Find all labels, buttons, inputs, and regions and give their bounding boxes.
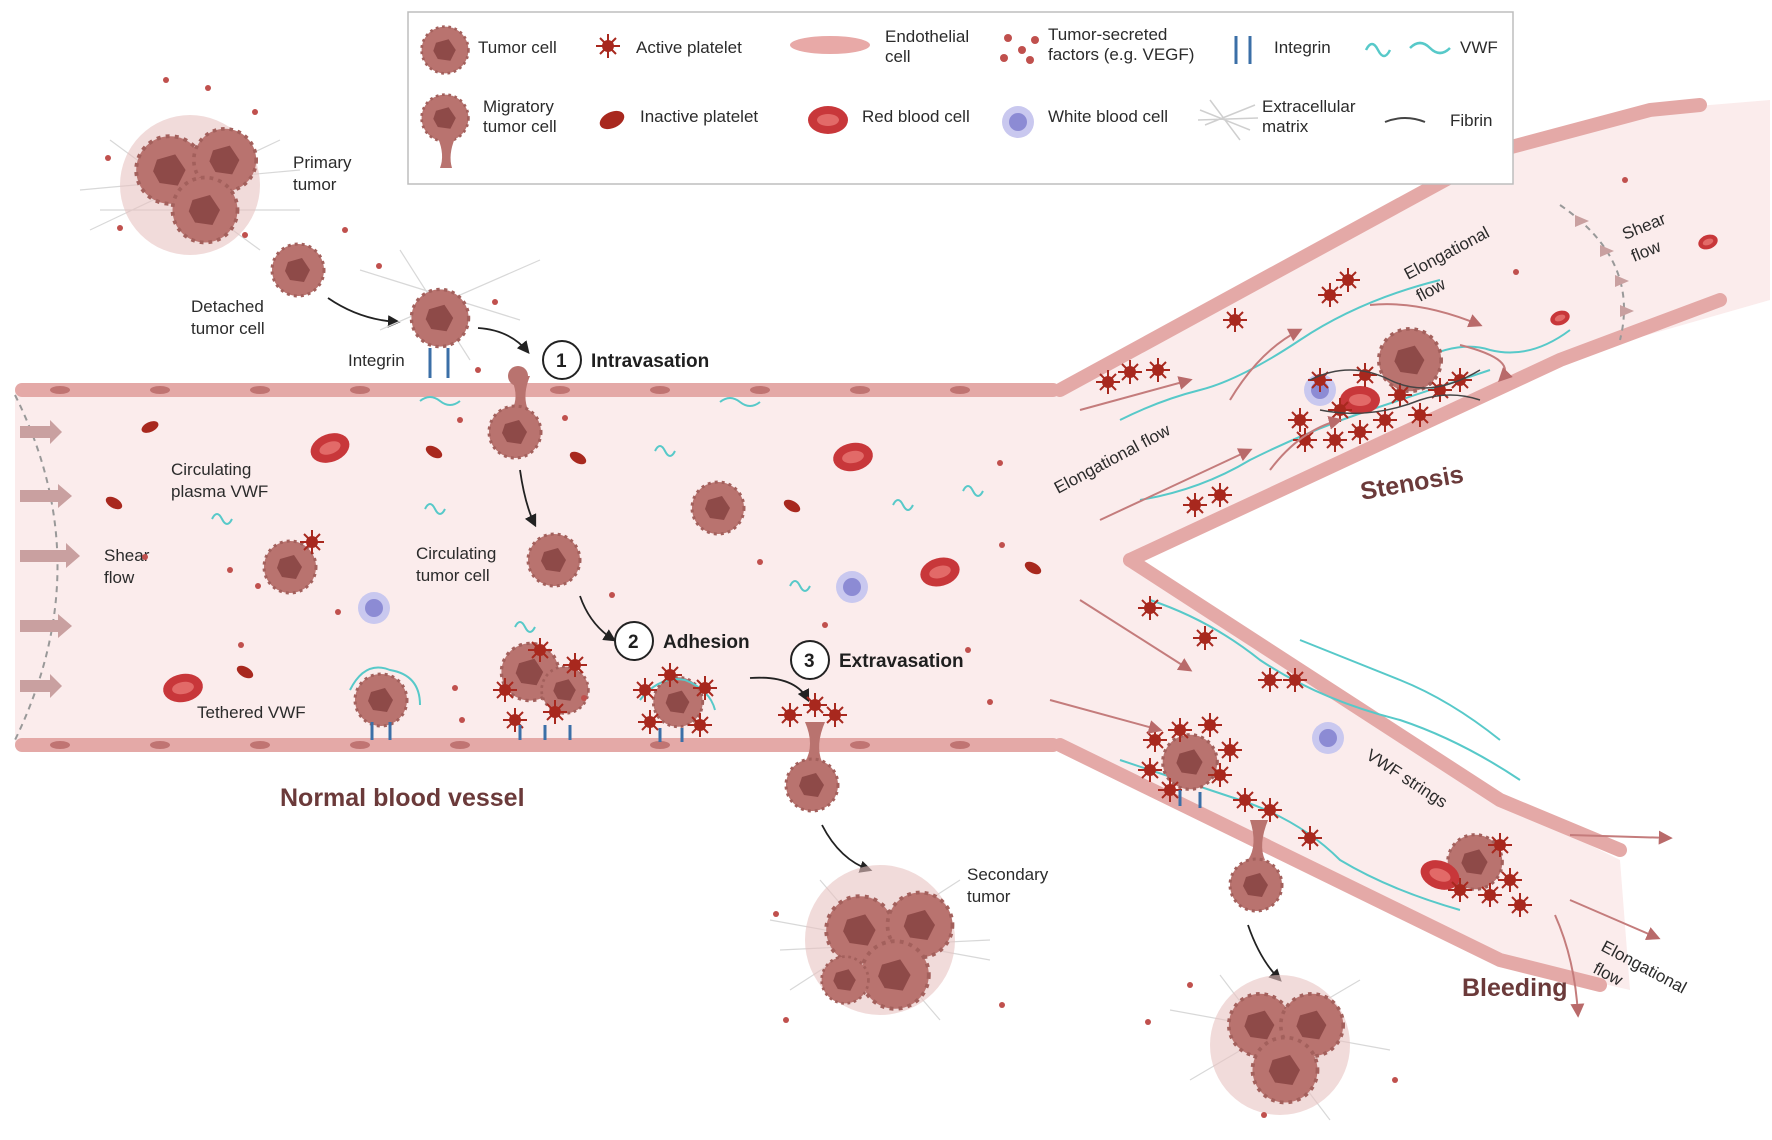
legend-factors-1: Tumor-secreted bbox=[1048, 25, 1167, 44]
arrow-to-extravasation bbox=[749, 676, 810, 703]
migratory-cell-icon bbox=[420, 93, 470, 168]
bleeding-tumor-cluster bbox=[1169, 974, 1391, 1121]
tethered-tumor-cell bbox=[349, 666, 421, 740]
legend-active-platelet: Active platelet bbox=[636, 38, 742, 57]
intravasating-cell bbox=[487, 366, 543, 460]
legend-red-blood-cell: Red blood cell bbox=[862, 107, 970, 126]
label-integrin: Integrin bbox=[348, 351, 405, 370]
blood-vessel bbox=[14, 98, 1770, 992]
tumor-cell-icon bbox=[420, 25, 470, 75]
label-primary-tumor-1: Primary bbox=[293, 153, 352, 172]
legend-integrin: Integrin bbox=[1274, 38, 1331, 57]
label-tethered-vwf: Tethered VWF bbox=[197, 703, 306, 722]
step-2-badge: 2 bbox=[614, 621, 654, 661]
white-blood-cell bbox=[1312, 722, 1344, 754]
white-blood-cell bbox=[836, 571, 868, 603]
legend-inactive-platelet: Inactive platelet bbox=[640, 107, 758, 126]
step-1-number: 1 bbox=[556, 351, 567, 372]
arrow-to-intravasation bbox=[477, 327, 530, 354]
arrow-to-adhesion bbox=[579, 595, 617, 642]
legend-migratory-1: Migratory bbox=[483, 97, 554, 116]
arrow-detached bbox=[327, 297, 401, 328]
step-2-label: Adhesion bbox=[663, 632, 750, 653]
adhered-tumor-cell bbox=[632, 662, 718, 742]
step-1-label: Intravasation bbox=[591, 351, 709, 372]
label-detached-2: tumor cell bbox=[191, 319, 265, 338]
legend-fibrin: Fibrin bbox=[1450, 111, 1493, 130]
label-circ-vwf-1: Circulating bbox=[171, 460, 251, 479]
arrow-intravasation-down bbox=[519, 469, 537, 528]
legend-endothelial-2: cell bbox=[885, 47, 911, 66]
vwf-coil-icon bbox=[1364, 42, 1392, 58]
label-primary-tumor-2: tumor bbox=[293, 175, 337, 194]
vwf-string-icon bbox=[1409, 41, 1451, 55]
legend-migratory-2: tumor cell bbox=[483, 117, 557, 136]
step-1-badge: 1 bbox=[542, 340, 582, 380]
shear-flow-arrows bbox=[20, 420, 80, 698]
legend: Tumor cell Active platelet Endothelial c… bbox=[407, 11, 1514, 185]
tumor-factors-icon bbox=[1000, 34, 1039, 64]
circulating-tumor-cell-vwf bbox=[690, 480, 746, 536]
circulating-tumor-cell bbox=[526, 532, 582, 588]
legend-factors-2: factors (e.g. VEGF) bbox=[1048, 45, 1194, 64]
fibrin-icon bbox=[1384, 117, 1426, 123]
label-shear-left-1: Shear bbox=[104, 546, 150, 565]
lower-branch-flow-arrows bbox=[1049, 599, 1673, 1018]
label-circ-tumor-1: Circulating bbox=[416, 544, 496, 563]
label-bleeding: Bleeding bbox=[1462, 974, 1568, 1002]
upper-branch-flow-arrows bbox=[1079, 303, 1513, 521]
white-blood-cell-icon bbox=[1002, 106, 1034, 138]
label-circ-tumor-2: tumor cell bbox=[416, 566, 490, 585]
legend-white-blood-cell: White blood cell bbox=[1048, 107, 1168, 126]
platelet-tumor-aggregate bbox=[492, 637, 590, 740]
label-detached-1: Detached bbox=[191, 297, 264, 316]
legend-tumor-cell: Tumor cell bbox=[478, 38, 557, 57]
white-blood-cell bbox=[358, 592, 390, 624]
arrow-bleeding-down bbox=[1247, 924, 1282, 982]
step-3-badge: 3 bbox=[790, 640, 830, 680]
inactive-platelets bbox=[105, 421, 1042, 679]
tumor-secreted-factors bbox=[105, 77, 1628, 1118]
legend-ecm-2: matrix bbox=[1262, 117, 1309, 136]
secondary-tumor-cluster bbox=[769, 865, 991, 1021]
label-secondary-1: Secondary bbox=[967, 865, 1049, 884]
legend-endothelial-1: Endothelial bbox=[885, 27, 969, 46]
extravasating-cell bbox=[777, 692, 848, 813]
legend-vwf: VWF bbox=[1460, 38, 1498, 57]
stenosis-clot bbox=[1287, 326, 1481, 453]
red-blood-cell-icon bbox=[808, 106, 848, 134]
endothelial-cell-icon bbox=[790, 36, 870, 54]
label-normal-vessel: Normal blood vessel bbox=[280, 784, 525, 812]
step-3-number: 3 bbox=[804, 651, 815, 672]
label-stenosis: Stenosis bbox=[1358, 460, 1465, 506]
integrin-tumor-cell bbox=[359, 249, 541, 378]
primary-tumor-cluster bbox=[79, 115, 301, 255]
lower-clot bbox=[1137, 712, 1243, 808]
extracellular-matrix-icon bbox=[1197, 99, 1259, 141]
legend-ecm-1: Extracellular bbox=[1262, 97, 1356, 116]
upper-shear-arrows bbox=[1575, 215, 1634, 317]
detached-tumor-cell bbox=[270, 242, 326, 298]
step-2-number: 2 bbox=[628, 632, 639, 653]
arrow-to-secondary bbox=[821, 824, 873, 873]
label-circ-vwf-2: plasma VWF bbox=[171, 482, 268, 501]
inactive-platelet-icon bbox=[599, 110, 625, 130]
tumor-cell-with-platelet bbox=[262, 539, 318, 595]
bleeding-cell bbox=[1228, 820, 1284, 913]
label-secondary-2: tumor bbox=[967, 887, 1011, 906]
step-3-label: Extravasation bbox=[839, 651, 964, 672]
integrin-icon bbox=[1234, 36, 1252, 64]
label-shear-left-2: flow bbox=[104, 568, 135, 587]
plasma-vwf bbox=[211, 396, 984, 633]
